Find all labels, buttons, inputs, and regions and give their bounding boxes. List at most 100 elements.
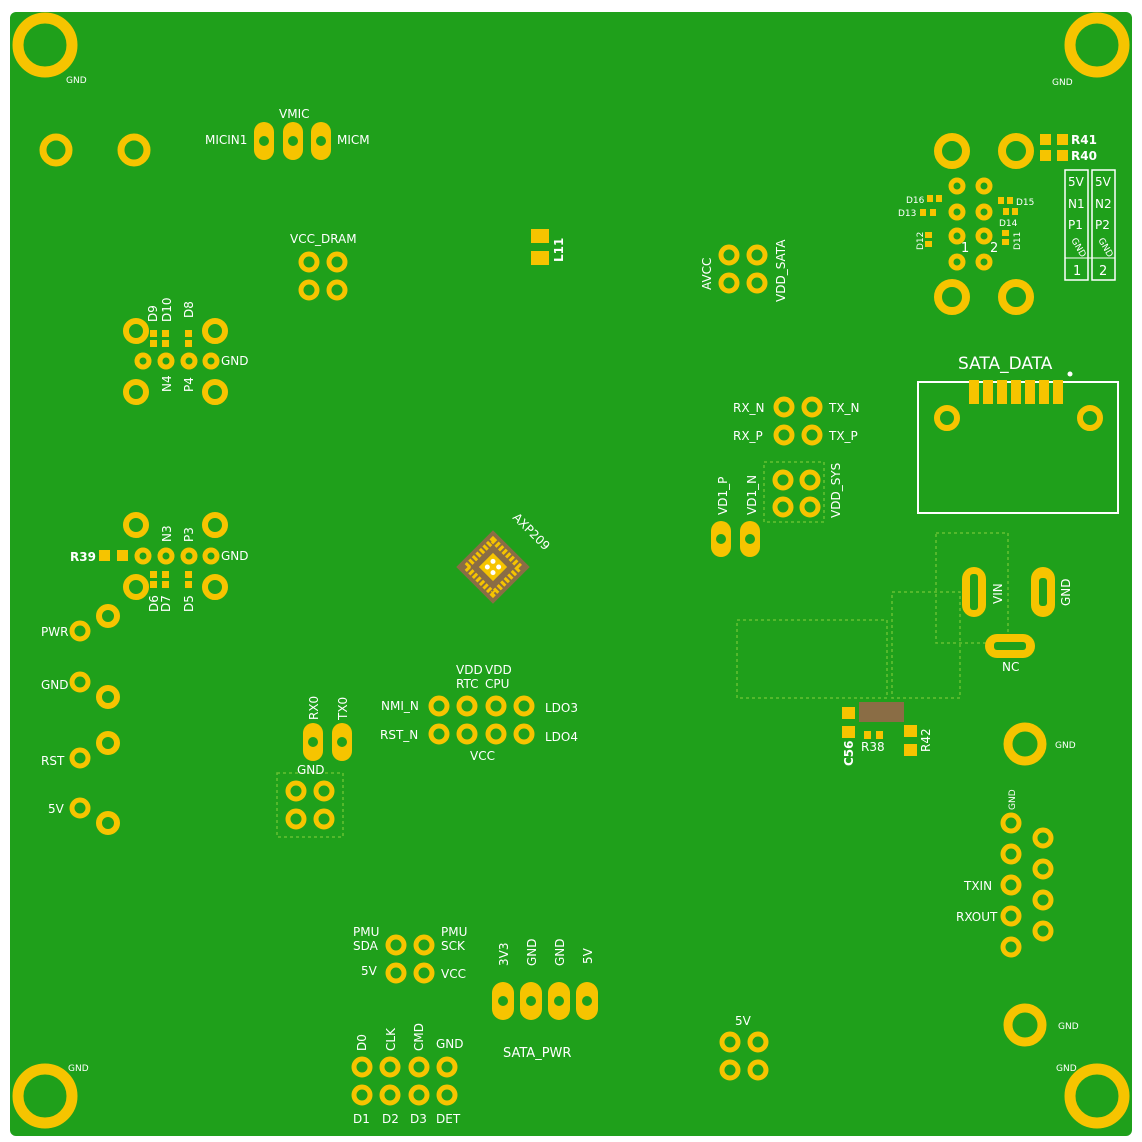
micin1-label: MICIN1	[205, 133, 247, 147]
tx-n-pad	[801, 396, 823, 418]
d6-pad	[150, 581, 157, 588]
rx-p-pad	[773, 424, 795, 446]
d8-pad	[185, 330, 192, 337]
pmu-sda-label-2: SDA	[353, 939, 379, 953]
serial-gnd-pad	[1000, 812, 1022, 834]
d13-pad	[930, 209, 936, 216]
usb-shield-hole-2	[998, 133, 1034, 169]
d5-pad	[185, 571, 192, 578]
vcc-label: VCC	[470, 749, 495, 763]
sd-d3-label: D3	[410, 1112, 427, 1126]
pmu-sck-pad	[413, 934, 435, 956]
hdr1-n1: N1	[1068, 197, 1085, 211]
sd-card-pads	[351, 1056, 458, 1106]
sata-signal-pads	[773, 396, 823, 446]
nmi-n-pad	[428, 695, 450, 717]
usb-port-2-label: 2	[990, 241, 998, 256]
p4-label: P4	[182, 377, 196, 392]
sd-cmd-label: CMD	[412, 1023, 426, 1051]
d15-label: D15	[1016, 198, 1034, 208]
usb-connector-holes	[920, 133, 1068, 315]
inductor-body	[859, 702, 904, 722]
small-components	[842, 702, 917, 756]
d5-label: D5	[182, 595, 196, 612]
sata-pin	[969, 380, 979, 404]
rx-n-pad	[773, 396, 795, 418]
pwr-label: PWR	[41, 625, 68, 639]
pmu-sck-label-1: PMU	[441, 925, 467, 939]
hdr1-num: 1	[1073, 264, 1081, 279]
5v-side-label: 5V	[48, 802, 65, 816]
sata-pin	[997, 380, 1007, 404]
hdr2-p2: P2	[1095, 218, 1110, 232]
axp209-via	[490, 570, 496, 576]
header-pad	[96, 604, 120, 628]
test-pad	[298, 279, 320, 301]
audio-hole-right	[117, 133, 151, 167]
d7-pad	[162, 571, 169, 578]
pmu-vcc-pad	[413, 962, 435, 984]
d11-pad	[1002, 230, 1009, 236]
audio-hole-left	[39, 133, 73, 167]
ldo4-pad	[513, 723, 535, 745]
mounting-hole-top-right	[1064, 12, 1130, 78]
rst-n-label: RST_N	[380, 728, 418, 742]
gnd-side-label: GND	[41, 678, 69, 692]
vd1-n-label: VD1_N	[745, 475, 759, 515]
d13-pad	[920, 209, 926, 216]
vdd-cpu-label-1: VDD	[485, 663, 512, 677]
sp-5v-label: 5V	[581, 947, 595, 964]
sd-clk-pad	[379, 1056, 401, 1078]
d16-label: D16	[906, 196, 925, 206]
usb-header-box-2	[1091, 169, 1116, 281]
gnd-pwr-label: GND	[1059, 578, 1073, 606]
gnd-label-bottom-right: GND	[1056, 1064, 1077, 1074]
r39-pad-b	[117, 550, 128, 561]
sp-gnd2-label: GND	[553, 938, 567, 966]
tx-p-label: TX_P	[828, 429, 858, 443]
hdr1-5v: 5V	[1068, 175, 1085, 189]
pmu-sck-label-2: SCK	[441, 939, 466, 953]
power-jack	[736, 532, 1055, 699]
r42-label: R42	[919, 728, 933, 752]
header-pad	[96, 811, 120, 835]
sata-pin	[1053, 380, 1063, 404]
audio-jack-holes	[39, 133, 151, 167]
serial-pad	[1032, 827, 1054, 849]
usb1-pin	[134, 352, 152, 370]
serial-pad	[1032, 858, 1054, 880]
usb1-pin	[180, 352, 198, 370]
micm-label: MICM	[337, 133, 370, 147]
gnd-slot	[1039, 578, 1047, 606]
sata-mount-hole	[934, 405, 960, 431]
d8-label: D8	[182, 301, 196, 318]
gnd-test-pad	[313, 808, 335, 830]
tx-n-label: TX_N	[828, 401, 860, 415]
5v-pad	[747, 1031, 769, 1053]
d12-label: D12	[916, 232, 926, 250]
vdd-cpu-pad	[485, 695, 507, 717]
d14-label: D14	[999, 219, 1018, 229]
r38-pad	[864, 731, 871, 739]
sata-data-label: SATA_DATA	[958, 354, 1053, 374]
sata-pwr-header	[492, 982, 598, 1020]
sata-pwr-drill	[526, 996, 536, 1006]
sd-d3-pad	[408, 1084, 430, 1106]
pmu-test-pads	[428, 695, 535, 745]
gnd-label-top-right: GND	[1052, 78, 1073, 88]
test-pad	[799, 496, 821, 518]
5v-pad	[69, 797, 91, 819]
d5-pad	[185, 581, 192, 588]
r42-pad	[904, 744, 917, 756]
gnd-usb1-label: GND	[221, 354, 249, 368]
sd-cmd-pad	[408, 1056, 430, 1078]
usb1-pin	[202, 352, 220, 370]
sd-d2-label: D2	[382, 1112, 399, 1126]
txin-pad	[1000, 874, 1022, 896]
5v-pad	[719, 1031, 741, 1053]
avcc-label: AVCC	[700, 258, 714, 290]
d16-pad	[927, 195, 933, 202]
5v-bottom-label: 5V	[735, 1014, 752, 1028]
rxout-label: RXOUT	[956, 910, 998, 924]
test-pad	[772, 469, 794, 491]
